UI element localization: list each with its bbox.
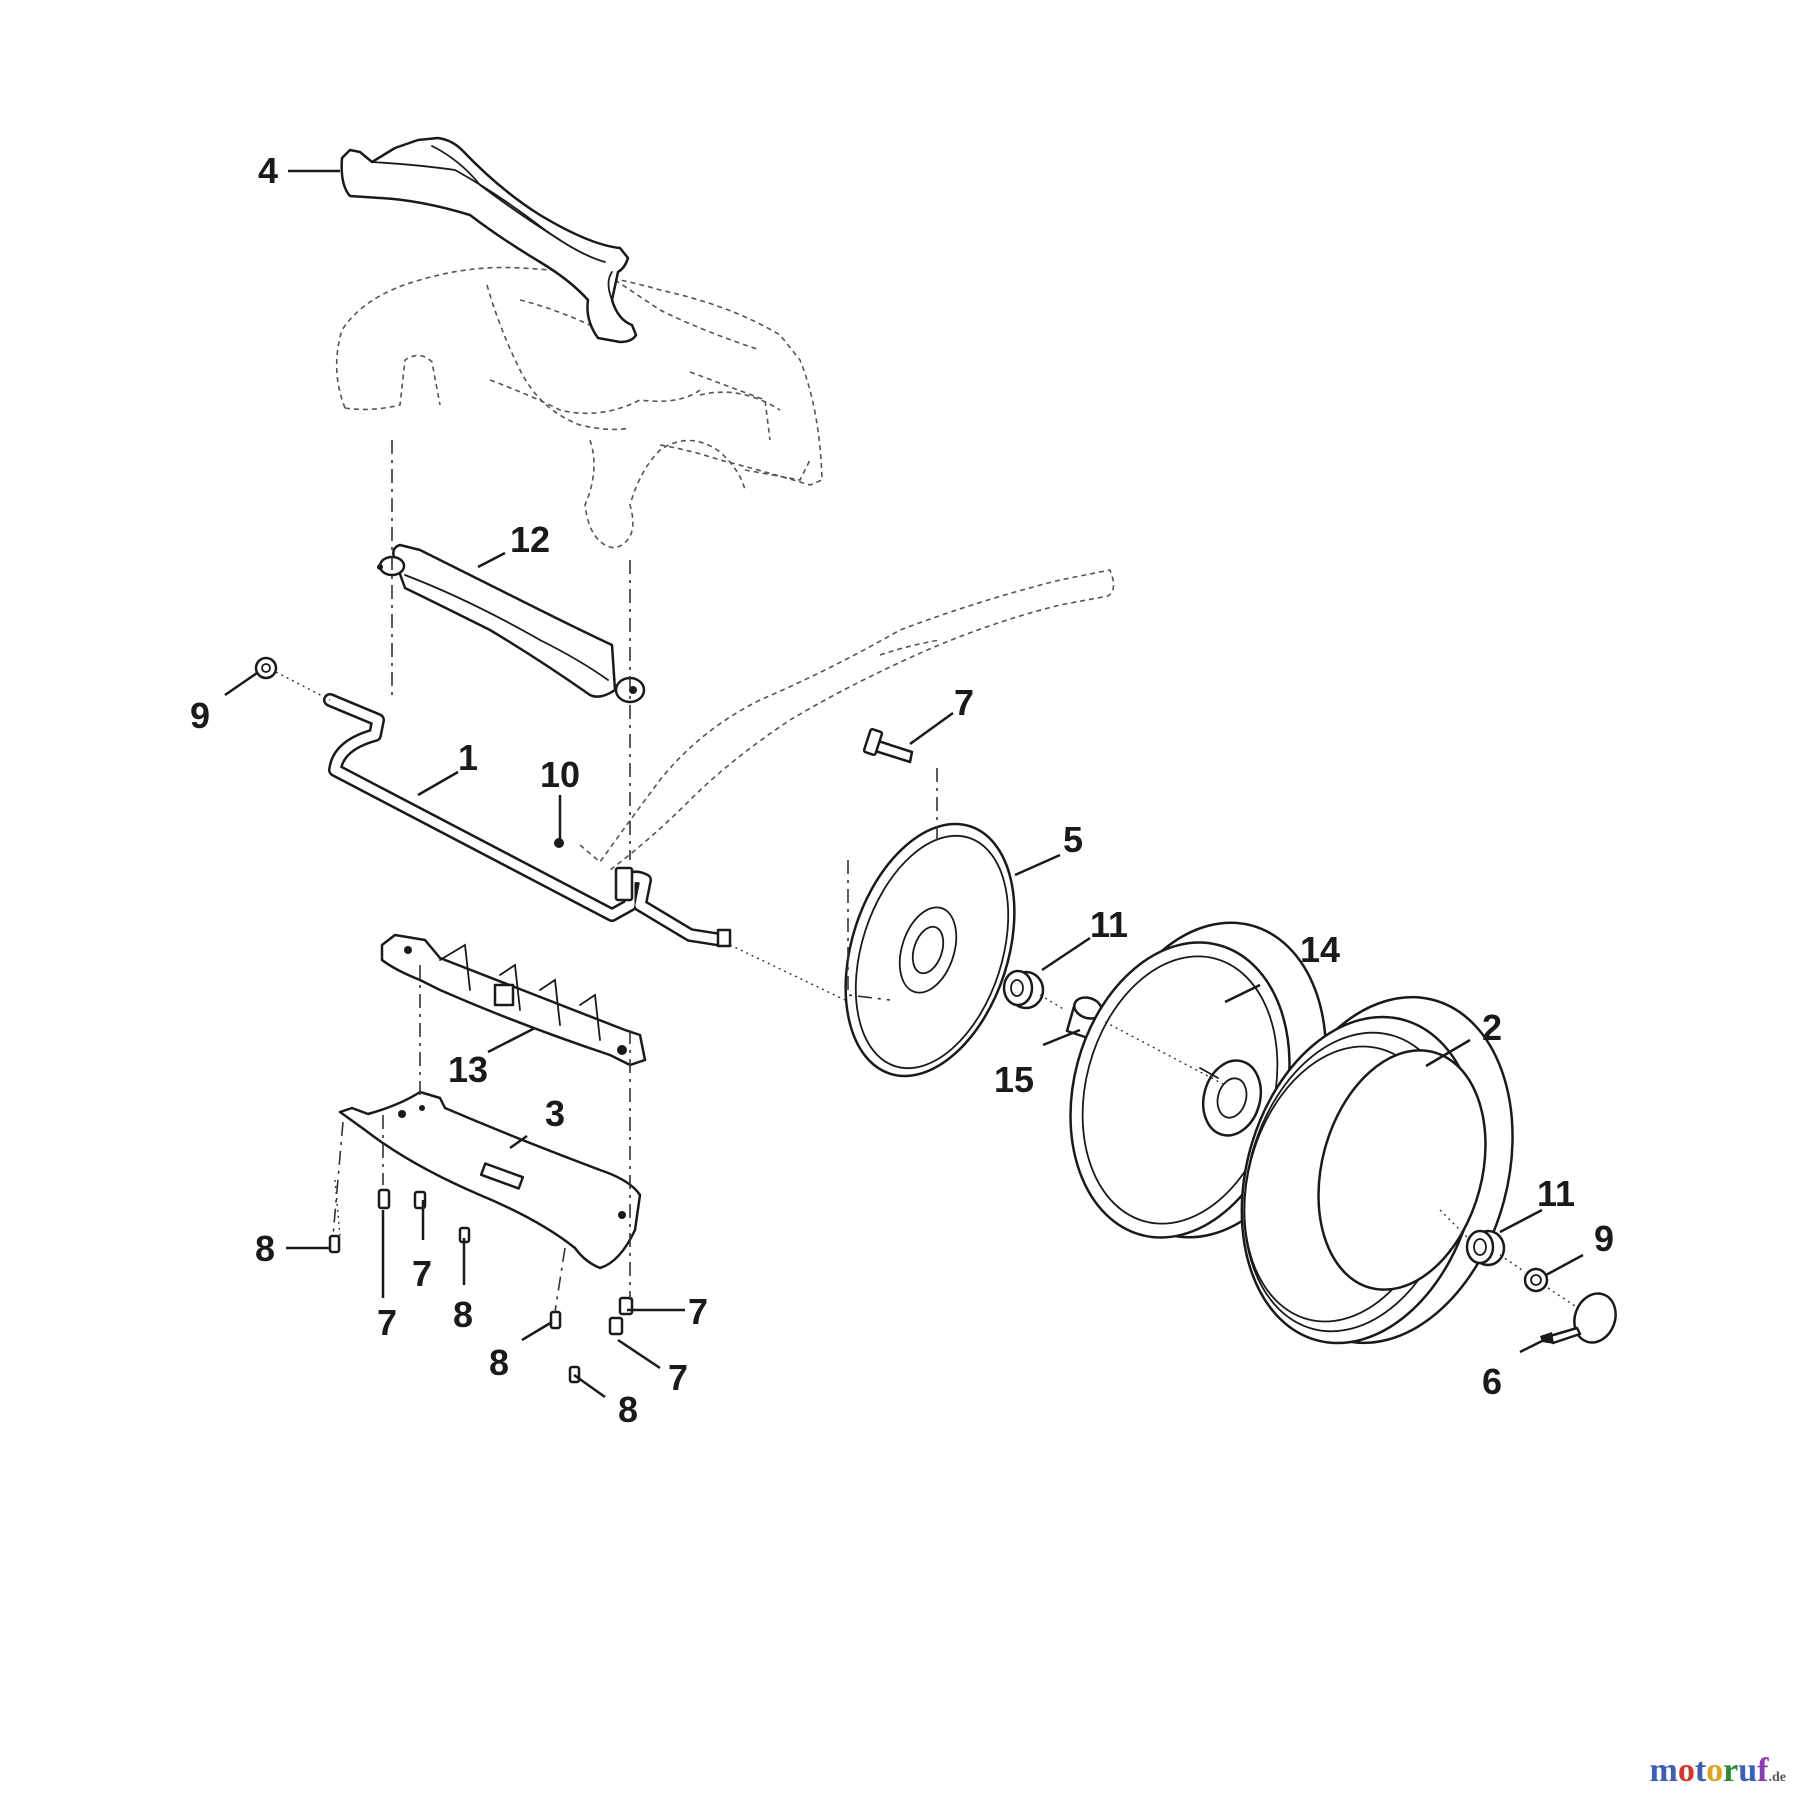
bearing-part — [1002, 969, 1045, 1010]
callout-10: 10 — [540, 754, 580, 795]
callout-7: 7 — [688, 1291, 708, 1332]
callout-4: 4 — [258, 150, 278, 191]
nut-part — [254, 656, 278, 680]
callout-5: 5 — [1063, 819, 1083, 860]
callout-7: 7 — [668, 1357, 688, 1398]
callout-15: 15 — [994, 1059, 1034, 1100]
handle-bar-ghost — [579, 569, 1115, 871]
handle-grip-part — [340, 136, 638, 344]
watermark-suffix: .de — [1768, 1770, 1787, 1785]
watermark-letter: r — [1723, 1752, 1739, 1789]
callout-9: 9 — [1594, 1218, 1614, 1259]
watermark-brand: motoruf — [1650, 1752, 1769, 1789]
callout-3: 3 — [545, 1093, 565, 1134]
watermark-logo: motoruf.de — [1650, 1752, 1787, 1790]
axle-rod-part — [323, 693, 732, 948]
bearing-part — [1465, 1229, 1506, 1267]
callout-9: 9 — [190, 695, 210, 736]
callout-11: 11 — [1090, 904, 1128, 945]
watermark-letter: u — [1738, 1752, 1758, 1789]
callout-7: 7 — [412, 1253, 432, 1294]
callout-8: 8 — [489, 1342, 509, 1383]
callout-13: 13 — [448, 1049, 488, 1090]
tyre-part — [1240, 995, 1514, 1345]
callout-7: 7 — [377, 1302, 397, 1343]
housing-ghost-outline — [335, 266, 823, 549]
watermark-letter: m — [1649, 1752, 1678, 1789]
watermark-letter: f — [1757, 1752, 1769, 1789]
wheel-cover-disc-part — [844, 822, 1016, 1078]
callout-8: 8 — [255, 1228, 275, 1269]
callout-8: 8 — [453, 1294, 473, 1335]
callout-6: 6 — [1482, 1361, 1502, 1402]
pin-part — [554, 838, 564, 848]
callout-1: 1 — [458, 737, 478, 778]
callout-12: 12 — [510, 519, 550, 560]
callout-11: 11 — [1537, 1173, 1575, 1214]
callout-14: 14 — [1300, 929, 1340, 970]
watermark-letter: o — [1677, 1752, 1695, 1789]
callout-7: 7 — [954, 682, 974, 723]
callout-8: 8 — [618, 1389, 638, 1430]
callout-labels: 4 12 9 1 10 7 5 11 14 15 2 13 3 8 7 7 8 … — [190, 150, 1614, 1430]
leader-lines — [224, 169, 1584, 1399]
nut-part — [1523, 1267, 1549, 1293]
bolt-part — [862, 728, 914, 764]
watermark-letter: o — [1706, 1752, 1724, 1789]
watermark-letter: t — [1694, 1752, 1707, 1789]
hub-cap-pin-part — [1540, 1292, 1617, 1345]
base-plate-part — [338, 1090, 642, 1270]
callout-2: 2 — [1482, 1007, 1502, 1048]
cross-bar-part — [377, 543, 646, 704]
bracket-part — [380, 933, 647, 1067]
